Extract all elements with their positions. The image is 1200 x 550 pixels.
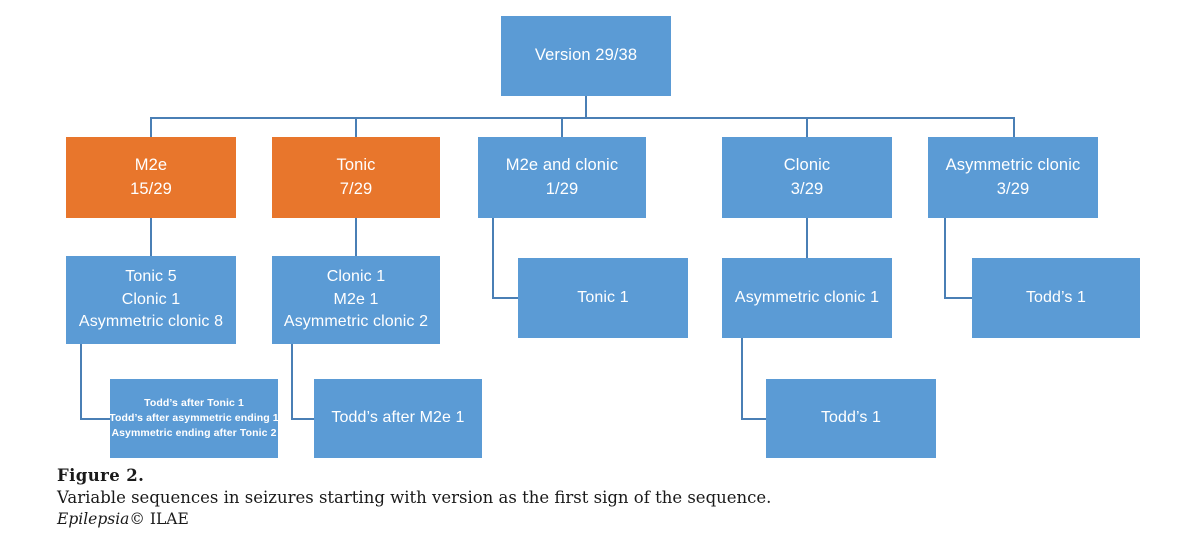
- connector-clonic-to-child: [806, 218, 808, 258]
- node-m2e-grandchildren[interactable]: Todd’s after Tonic 1 Todd’s after asymme…: [109, 379, 279, 458]
- node-asymmetric-clonic-count: 3/29: [996, 179, 1030, 198]
- node-tonic-grandchild-label: Todd’s after M2e 1: [331, 409, 465, 427]
- node-m2e-children-line-1: Tonic 5: [125, 267, 177, 285]
- connector-bus-to-tonic: [355, 117, 357, 138]
- node-clonic-grandchild-label: Todd’s 1: [820, 409, 882, 427]
- node-m2e-children-line-3: Asymmetric clonic 8: [78, 313, 224, 331]
- node-clonic-count: 3/29: [790, 179, 824, 198]
- node-clonic[interactable]: Clonic 3/29: [722, 137, 892, 218]
- connector-tonic-to-children: [355, 218, 357, 256]
- node-m2e-and-clonic-title: M2e and clonic: [505, 156, 619, 175]
- figure-caption: Figure 2. Variable sequences in seizures…: [57, 466, 1157, 528]
- connector-bus-to-clonic: [806, 117, 808, 138]
- node-tonic-children[interactable]: Clonic 1 M2e 1 Asymmetric clonic 2: [272, 256, 440, 344]
- connector-root-bus: [150, 117, 1014, 119]
- node-asymmetric-clonic-child-label: Todd’s 1: [1025, 288, 1087, 306]
- connector-clonic-child-elbow-v: [741, 338, 743, 419]
- connector-tonic-children-elbow-v: [291, 343, 293, 419]
- node-tonic-title: Tonic: [336, 156, 376, 175]
- node-m2e-title: M2e: [134, 156, 168, 175]
- figure-description: Variable sequences in seizures starting …: [57, 488, 772, 507]
- node-clonic-title: Clonic: [783, 156, 831, 175]
- node-asymmetric-clonic-title: Asymmetric clonic: [945, 156, 1081, 175]
- connector-m2e-children-elbow-h: [80, 418, 110, 420]
- connector-clonic-child-elbow-h: [741, 418, 766, 420]
- figure-number: Figure 2.: [57, 466, 145, 485]
- node-m2e-children[interactable]: Tonic 5 Clonic 1 Asymmetric clonic 8: [66, 256, 236, 344]
- connector-bus-to-m2e: [150, 117, 152, 138]
- connector-m2e-and-clonic-elbow-v: [492, 218, 494, 298]
- connector-m2e-to-children: [150, 218, 152, 256]
- node-m2e-count: 15/29: [130, 179, 172, 198]
- node-asymmetric-clonic[interactable]: Asymmetric clonic 3/29: [928, 137, 1098, 218]
- node-clonic-child-label: Asymmetric clonic 1: [734, 288, 880, 306]
- node-m2e[interactable]: M2e 15/29: [66, 137, 236, 218]
- node-m2e-grandchildren-line-2: Todd’s after asymmetric ending 1: [109, 412, 279, 425]
- node-m2e-and-clonic-child-label: Tonic 1: [577, 288, 629, 306]
- connector-m2e-children-elbow-v: [80, 343, 82, 419]
- node-asymmetric-clonic-child[interactable]: Todd’s 1: [972, 258, 1140, 338]
- node-m2e-children-line-2: Clonic 1: [121, 290, 181, 308]
- node-tonic-children-line-2: M2e 1: [333, 290, 379, 308]
- node-tonic-children-line-3: Asymmetric clonic 2: [283, 313, 429, 331]
- copyright-icon: ©: [129, 510, 145, 528]
- node-clonic-child[interactable]: Asymmetric clonic 1: [722, 258, 892, 338]
- node-tonic-count: 7/29: [339, 179, 373, 198]
- node-tonic-grandchild[interactable]: Todd’s after M2e 1: [314, 379, 482, 458]
- node-m2e-grandchildren-line-3: Asymmetric ending after Tonic 2: [111, 426, 277, 439]
- connector-m2e-and-clonic-elbow-h: [492, 297, 519, 299]
- node-version-label: Version 29/38: [534, 46, 638, 65]
- connector-asymmetric-clonic-elbow-h: [944, 297, 973, 299]
- node-clonic-grandchild[interactable]: Todd’s 1: [766, 379, 936, 458]
- node-m2e-grandchildren-line-1: Todd’s after Tonic 1: [144, 397, 244, 410]
- connector-root-stem: [585, 96, 587, 118]
- figure-journal-credit: Epilepsia© ILAE: [57, 510, 1157, 528]
- connector-bus-to-m2e-and-clonic: [561, 117, 563, 138]
- node-m2e-and-clonic-count: 1/29: [545, 179, 579, 198]
- connector-tonic-children-elbow-h: [291, 418, 314, 420]
- society-name: ILAE: [149, 510, 189, 528]
- node-tonic-children-line-1: Clonic 1: [326, 267, 386, 285]
- connector-bus-to-asymmetric-clonic: [1013, 117, 1015, 138]
- journal-name: Epilepsia: [57, 510, 130, 528]
- node-m2e-and-clonic[interactable]: M2e and clonic 1/29: [478, 137, 646, 218]
- node-tonic[interactable]: Tonic 7/29: [272, 137, 440, 218]
- node-m2e-and-clonic-child[interactable]: Tonic 1: [518, 258, 688, 338]
- flowchart-canvas: Version 29/38 M2e 15/29 Tonic 7/29 M2e a…: [66, 16, 1140, 458]
- connector-asymmetric-clonic-elbow-v: [944, 218, 946, 298]
- node-version[interactable]: Version 29/38: [501, 16, 671, 96]
